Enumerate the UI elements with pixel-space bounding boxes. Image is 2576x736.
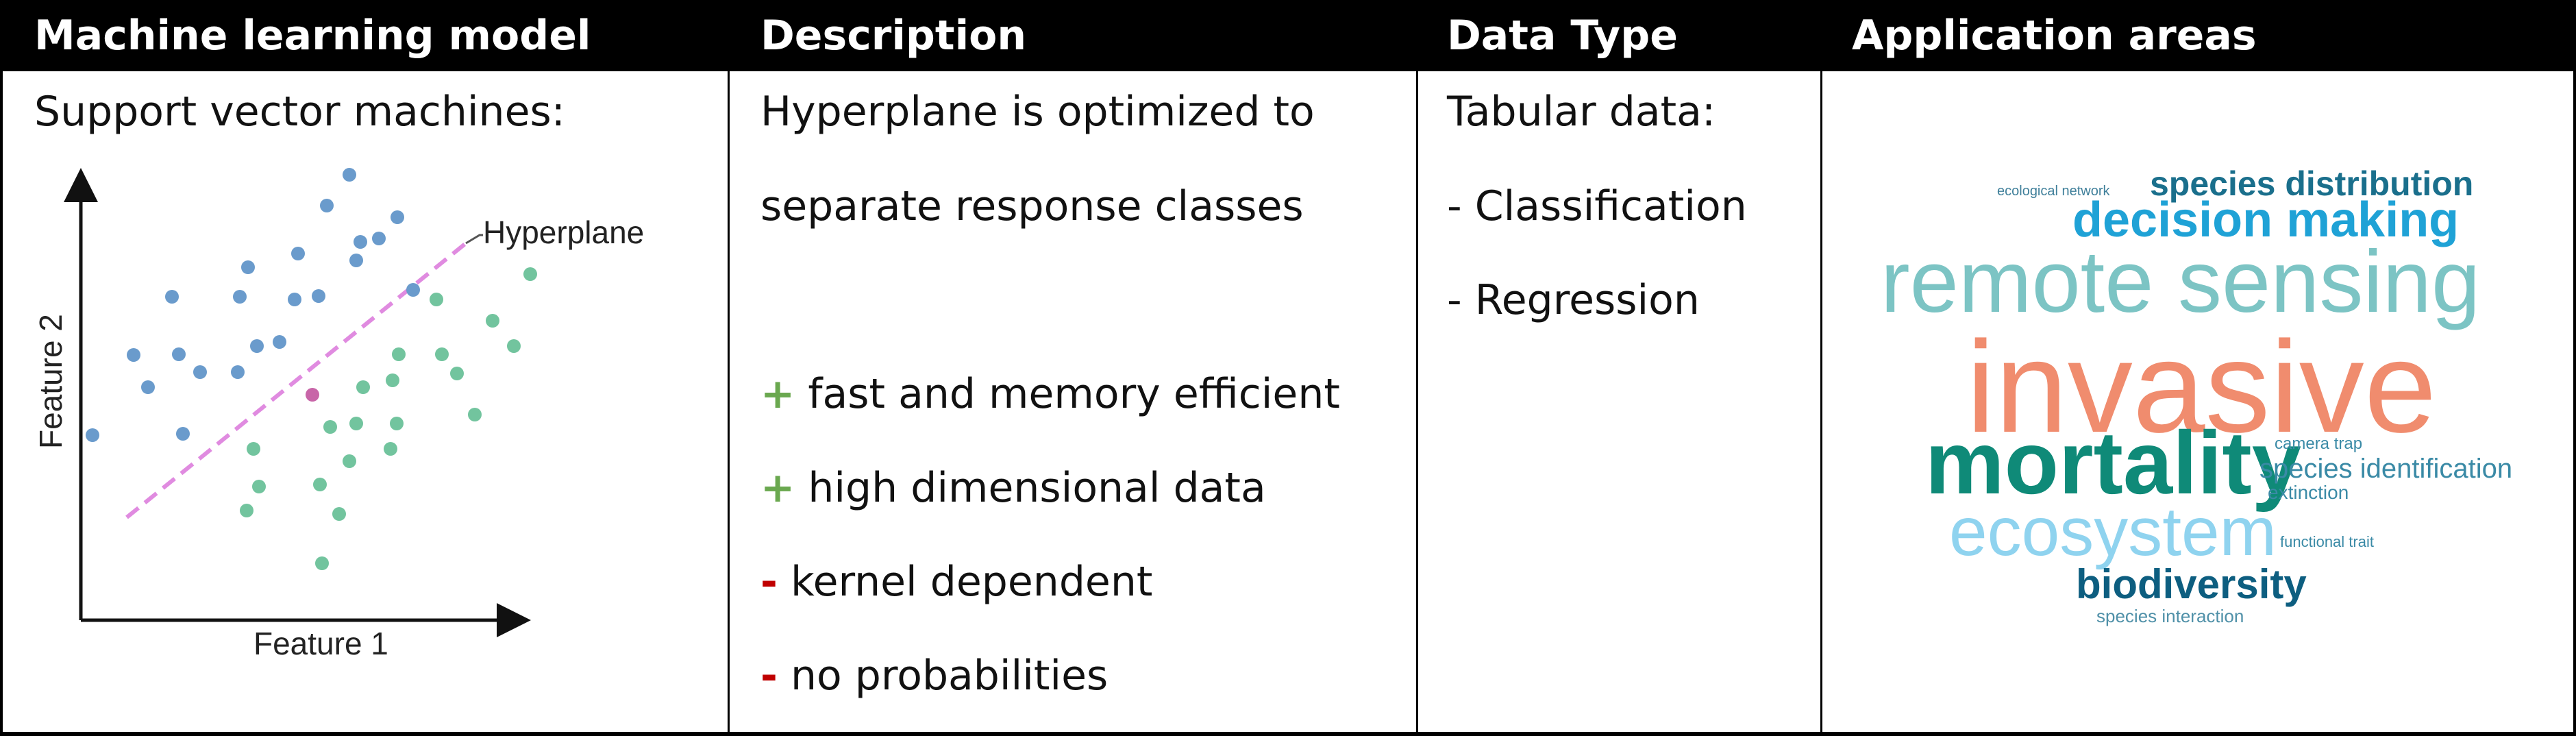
word-remote-sensing: remote sensing bbox=[1881, 233, 2480, 331]
header-description: Description bbox=[760, 12, 1027, 60]
class-b-point bbox=[390, 417, 404, 430]
word-ecological-network: ecological network bbox=[1997, 184, 2111, 199]
annotation-leader bbox=[465, 234, 483, 245]
class-a-point bbox=[231, 365, 245, 379]
class-b-point bbox=[486, 314, 499, 328]
class-b-point bbox=[468, 408, 482, 421]
class-b-point bbox=[356, 380, 370, 394]
class-a-point bbox=[176, 427, 190, 441]
class-b-point bbox=[343, 454, 356, 468]
svm-scatter-plot: Hyperplane Feature 1 Feature 2 bbox=[33, 168, 644, 661]
header-data-type: Data Type bbox=[1447, 12, 1678, 60]
class-b-point bbox=[332, 507, 346, 521]
class-a-point bbox=[343, 168, 356, 182]
class-a-point bbox=[291, 247, 305, 260]
word-decision-making: decision making bbox=[2072, 193, 2459, 247]
description-line: Hyperplane is optimized to bbox=[760, 88, 1315, 136]
pro-text: high dimensional data bbox=[808, 464, 1266, 512]
class-b-point bbox=[507, 339, 521, 353]
word-ecosystem: ecosystem bbox=[1949, 493, 2277, 570]
con-item: - kernel dependent bbox=[760, 558, 1152, 606]
y-axis-label: Feature 2 bbox=[33, 314, 69, 449]
class-b-point bbox=[349, 417, 363, 430]
plus-icon: + bbox=[760, 370, 795, 418]
column-divider bbox=[1416, 71, 1418, 736]
class-a-point bbox=[354, 235, 367, 249]
class-a-point bbox=[193, 365, 207, 379]
class-b-point bbox=[392, 347, 406, 361]
class-a-point bbox=[391, 210, 404, 224]
class-a-point bbox=[372, 232, 386, 245]
class-b-point bbox=[386, 373, 399, 387]
data-type-title: Tabular data: bbox=[1447, 88, 1716, 136]
word-species-identification: species identification bbox=[2259, 454, 2512, 484]
table-header: Machine learning model Description Data … bbox=[0, 0, 2576, 71]
con-text: no probabilities bbox=[790, 652, 1109, 700]
class-a-point bbox=[312, 289, 325, 303]
description-line: separate response classes bbox=[760, 182, 1304, 230]
word-extinction: extinction bbox=[2268, 482, 2349, 503]
class-a-point bbox=[349, 254, 363, 267]
class-a-point bbox=[406, 283, 420, 297]
word-biodiversity: biodiversity bbox=[2076, 561, 2307, 607]
class-b-point bbox=[315, 556, 329, 570]
minus-icon: - bbox=[760, 558, 778, 606]
scatter-points bbox=[86, 168, 537, 570]
word-species-distribution: species distribution bbox=[2150, 164, 2473, 203]
class-b-point bbox=[450, 367, 464, 380]
class-b-point bbox=[323, 420, 337, 434]
class-a-point bbox=[250, 339, 264, 353]
class-a-point bbox=[86, 428, 99, 442]
class-b-point bbox=[247, 442, 260, 456]
class-a-point bbox=[288, 293, 301, 306]
class-a-point bbox=[273, 335, 286, 349]
word-functional-trait: functional trait bbox=[2280, 533, 2374, 550]
class-b-point bbox=[252, 480, 266, 493]
class-b-point bbox=[435, 347, 449, 361]
x-axis-label: Feature 1 bbox=[253, 626, 388, 661]
data-type-item: - Regression bbox=[1447, 276, 1700, 324]
hyperplane-label: Hyperplane bbox=[483, 214, 644, 250]
table-border bbox=[0, 71, 2576, 736]
class-b-point bbox=[430, 293, 443, 306]
class-a-point bbox=[172, 347, 186, 361]
header-model: Machine learning model bbox=[34, 12, 591, 60]
con-item: - no probabilities bbox=[760, 652, 1108, 700]
minus-icon: - bbox=[760, 652, 778, 700]
class-a-point bbox=[233, 290, 247, 304]
application-word-cloud: ecological network species distribution … bbox=[1881, 164, 2512, 626]
column-divider bbox=[728, 71, 730, 736]
column-divider bbox=[1820, 71, 1822, 736]
class-b-point bbox=[313, 478, 327, 491]
pro-item: + fast and memory efficient bbox=[760, 370, 1340, 418]
class-a-point bbox=[241, 260, 255, 274]
class-a-point bbox=[320, 199, 334, 212]
class-b-point bbox=[523, 267, 537, 281]
word-mortality: mortality bbox=[1925, 413, 2301, 513]
word-invasive: invasive bbox=[1966, 315, 2436, 460]
word-camera-trap: camera trap bbox=[2275, 434, 2362, 453]
class-a-point bbox=[141, 380, 155, 394]
plus-icon: + bbox=[760, 464, 795, 512]
class-a-point bbox=[165, 290, 179, 304]
word-species-interaction: species interaction bbox=[2096, 606, 2244, 626]
pro-text: fast and memory efficient bbox=[808, 370, 1340, 418]
data-type-item: - Classification bbox=[1447, 182, 1747, 230]
header-application-areas: Application areas bbox=[1852, 12, 2257, 60]
pro-item: + high dimensional data bbox=[760, 464, 1266, 512]
model-title: Support vector machines: bbox=[34, 88, 565, 136]
class-b-point bbox=[384, 442, 397, 456]
query-point bbox=[306, 388, 319, 402]
con-text: kernel dependent bbox=[790, 558, 1153, 606]
class-a-point bbox=[127, 348, 140, 362]
class-b-point bbox=[240, 504, 253, 517]
